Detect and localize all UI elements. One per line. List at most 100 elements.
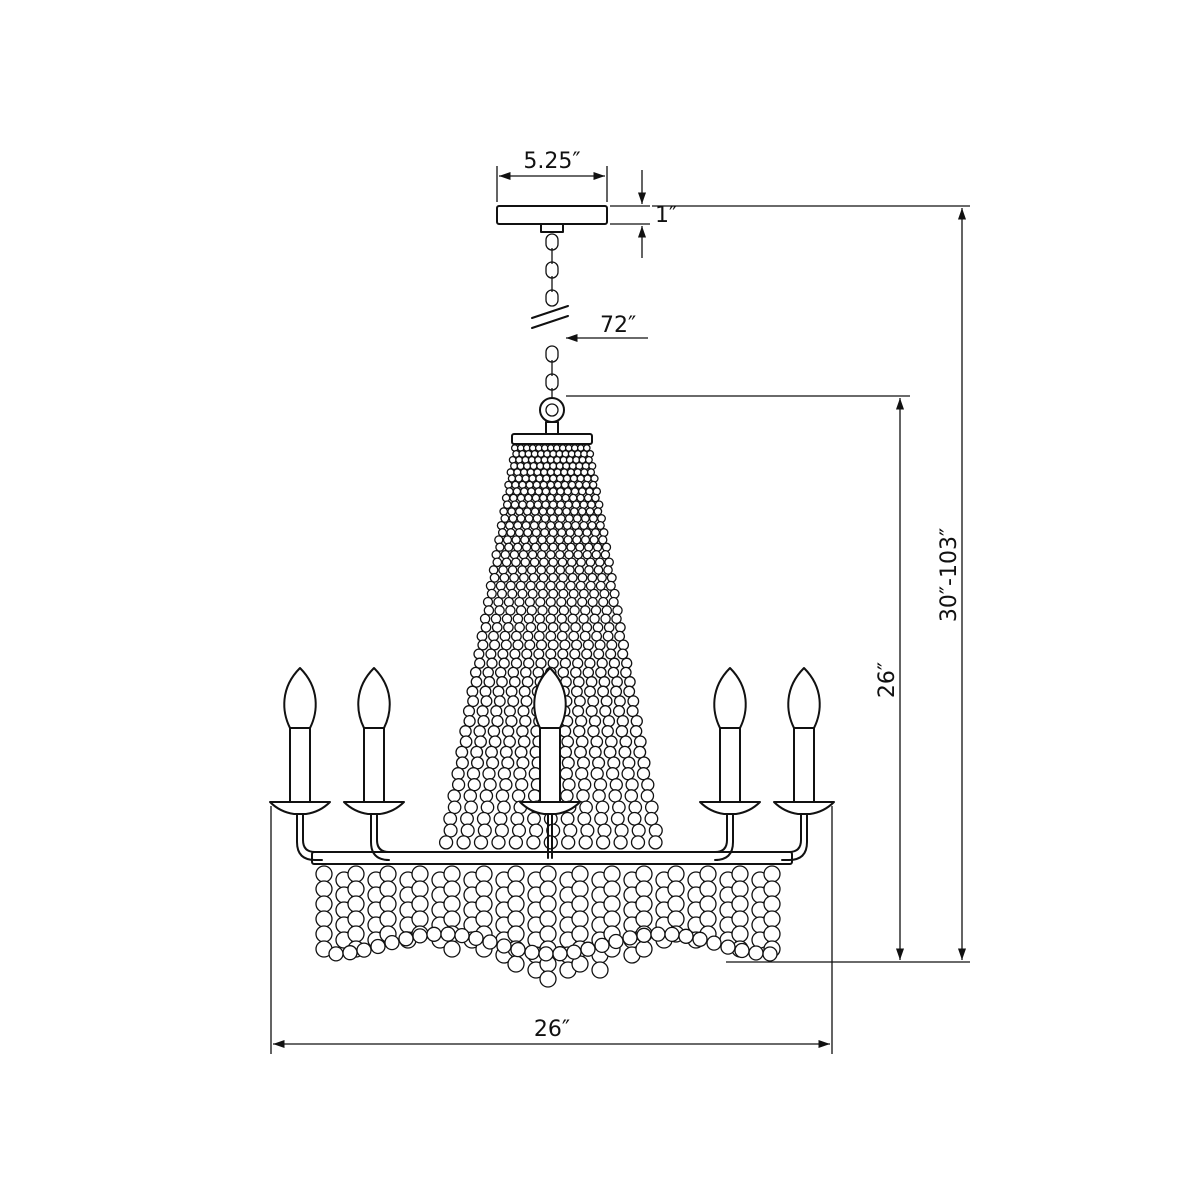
bead <box>640 789 655 803</box>
bead <box>569 605 580 616</box>
bead <box>571 639 583 651</box>
bead <box>507 925 525 943</box>
bead <box>594 557 605 568</box>
bead <box>587 725 600 738</box>
bead <box>459 725 472 738</box>
bead <box>447 800 462 815</box>
bead <box>443 811 458 826</box>
bead <box>526 835 541 850</box>
bead <box>503 705 516 718</box>
bead <box>467 778 481 792</box>
bead <box>497 648 509 660</box>
bead <box>454 927 470 944</box>
bead <box>566 596 577 608</box>
bead <box>571 925 589 943</box>
bead <box>599 705 612 718</box>
bead <box>563 823 578 838</box>
bead <box>536 622 548 633</box>
bead <box>539 880 557 898</box>
bead <box>594 639 606 651</box>
bead <box>475 865 493 883</box>
bead <box>511 535 521 545</box>
candle-sleeve <box>719 727 741 803</box>
bead <box>475 910 493 928</box>
bead <box>762 946 778 962</box>
bead <box>491 835 506 850</box>
bead <box>459 735 473 749</box>
bead <box>620 666 632 679</box>
bead <box>515 778 529 792</box>
bead <box>561 756 575 770</box>
bead <box>628 800 643 815</box>
bead <box>584 657 596 669</box>
bead <box>636 767 651 781</box>
bead <box>490 705 503 718</box>
bead <box>539 895 557 913</box>
bead <box>627 811 642 826</box>
bead <box>479 685 492 698</box>
bead <box>379 910 397 928</box>
bead <box>577 811 592 826</box>
bead <box>562 778 576 792</box>
bead <box>505 520 515 531</box>
bead <box>612 705 626 718</box>
dimension-canopy-width: 5.25″ <box>496 149 608 202</box>
bead <box>521 676 534 688</box>
bead <box>559 622 570 633</box>
bead <box>497 800 511 815</box>
bead <box>612 800 626 815</box>
bead <box>585 507 595 516</box>
bead <box>624 789 639 803</box>
bead <box>587 500 596 510</box>
bead <box>487 725 501 738</box>
dimension-overall-height: 30″-103″ <box>652 205 970 963</box>
bead <box>602 714 616 728</box>
bead <box>451 778 466 792</box>
bead <box>463 714 476 728</box>
bead <box>571 865 589 883</box>
bead <box>611 676 623 688</box>
bead <box>479 613 491 625</box>
bead <box>589 588 600 599</box>
bead <box>571 880 589 898</box>
bead <box>473 835 489 850</box>
chain-link <box>545 373 559 391</box>
bead <box>538 946 554 962</box>
bead <box>507 865 525 883</box>
bead <box>569 648 581 660</box>
bead <box>560 789 574 803</box>
bead <box>667 910 685 928</box>
bead <box>494 666 507 679</box>
bead <box>515 580 526 591</box>
bead <box>601 725 614 738</box>
bead <box>635 940 653 958</box>
bead <box>508 835 524 850</box>
bead <box>486 657 498 669</box>
bead <box>587 695 600 708</box>
bead <box>616 714 629 728</box>
bead <box>510 630 522 642</box>
bead <box>633 745 647 759</box>
bead <box>529 823 544 838</box>
bead <box>499 630 511 642</box>
bead <box>560 811 575 826</box>
chain-link <box>545 261 559 279</box>
bead <box>593 565 604 575</box>
label-fixture-width: 26″ <box>534 1017 570 1042</box>
bead <box>426 926 442 942</box>
bead <box>734 942 750 959</box>
bead <box>619 735 633 749</box>
bead <box>533 648 545 660</box>
bead <box>627 695 640 708</box>
bead <box>582 639 594 651</box>
bead <box>598 596 609 608</box>
bead <box>558 572 568 583</box>
bead <box>494 823 509 838</box>
bead <box>443 865 461 883</box>
bead <box>720 939 736 955</box>
bead <box>699 895 717 913</box>
bead <box>590 735 604 749</box>
bead <box>547 657 559 669</box>
bead <box>545 648 557 660</box>
bead <box>590 605 602 616</box>
